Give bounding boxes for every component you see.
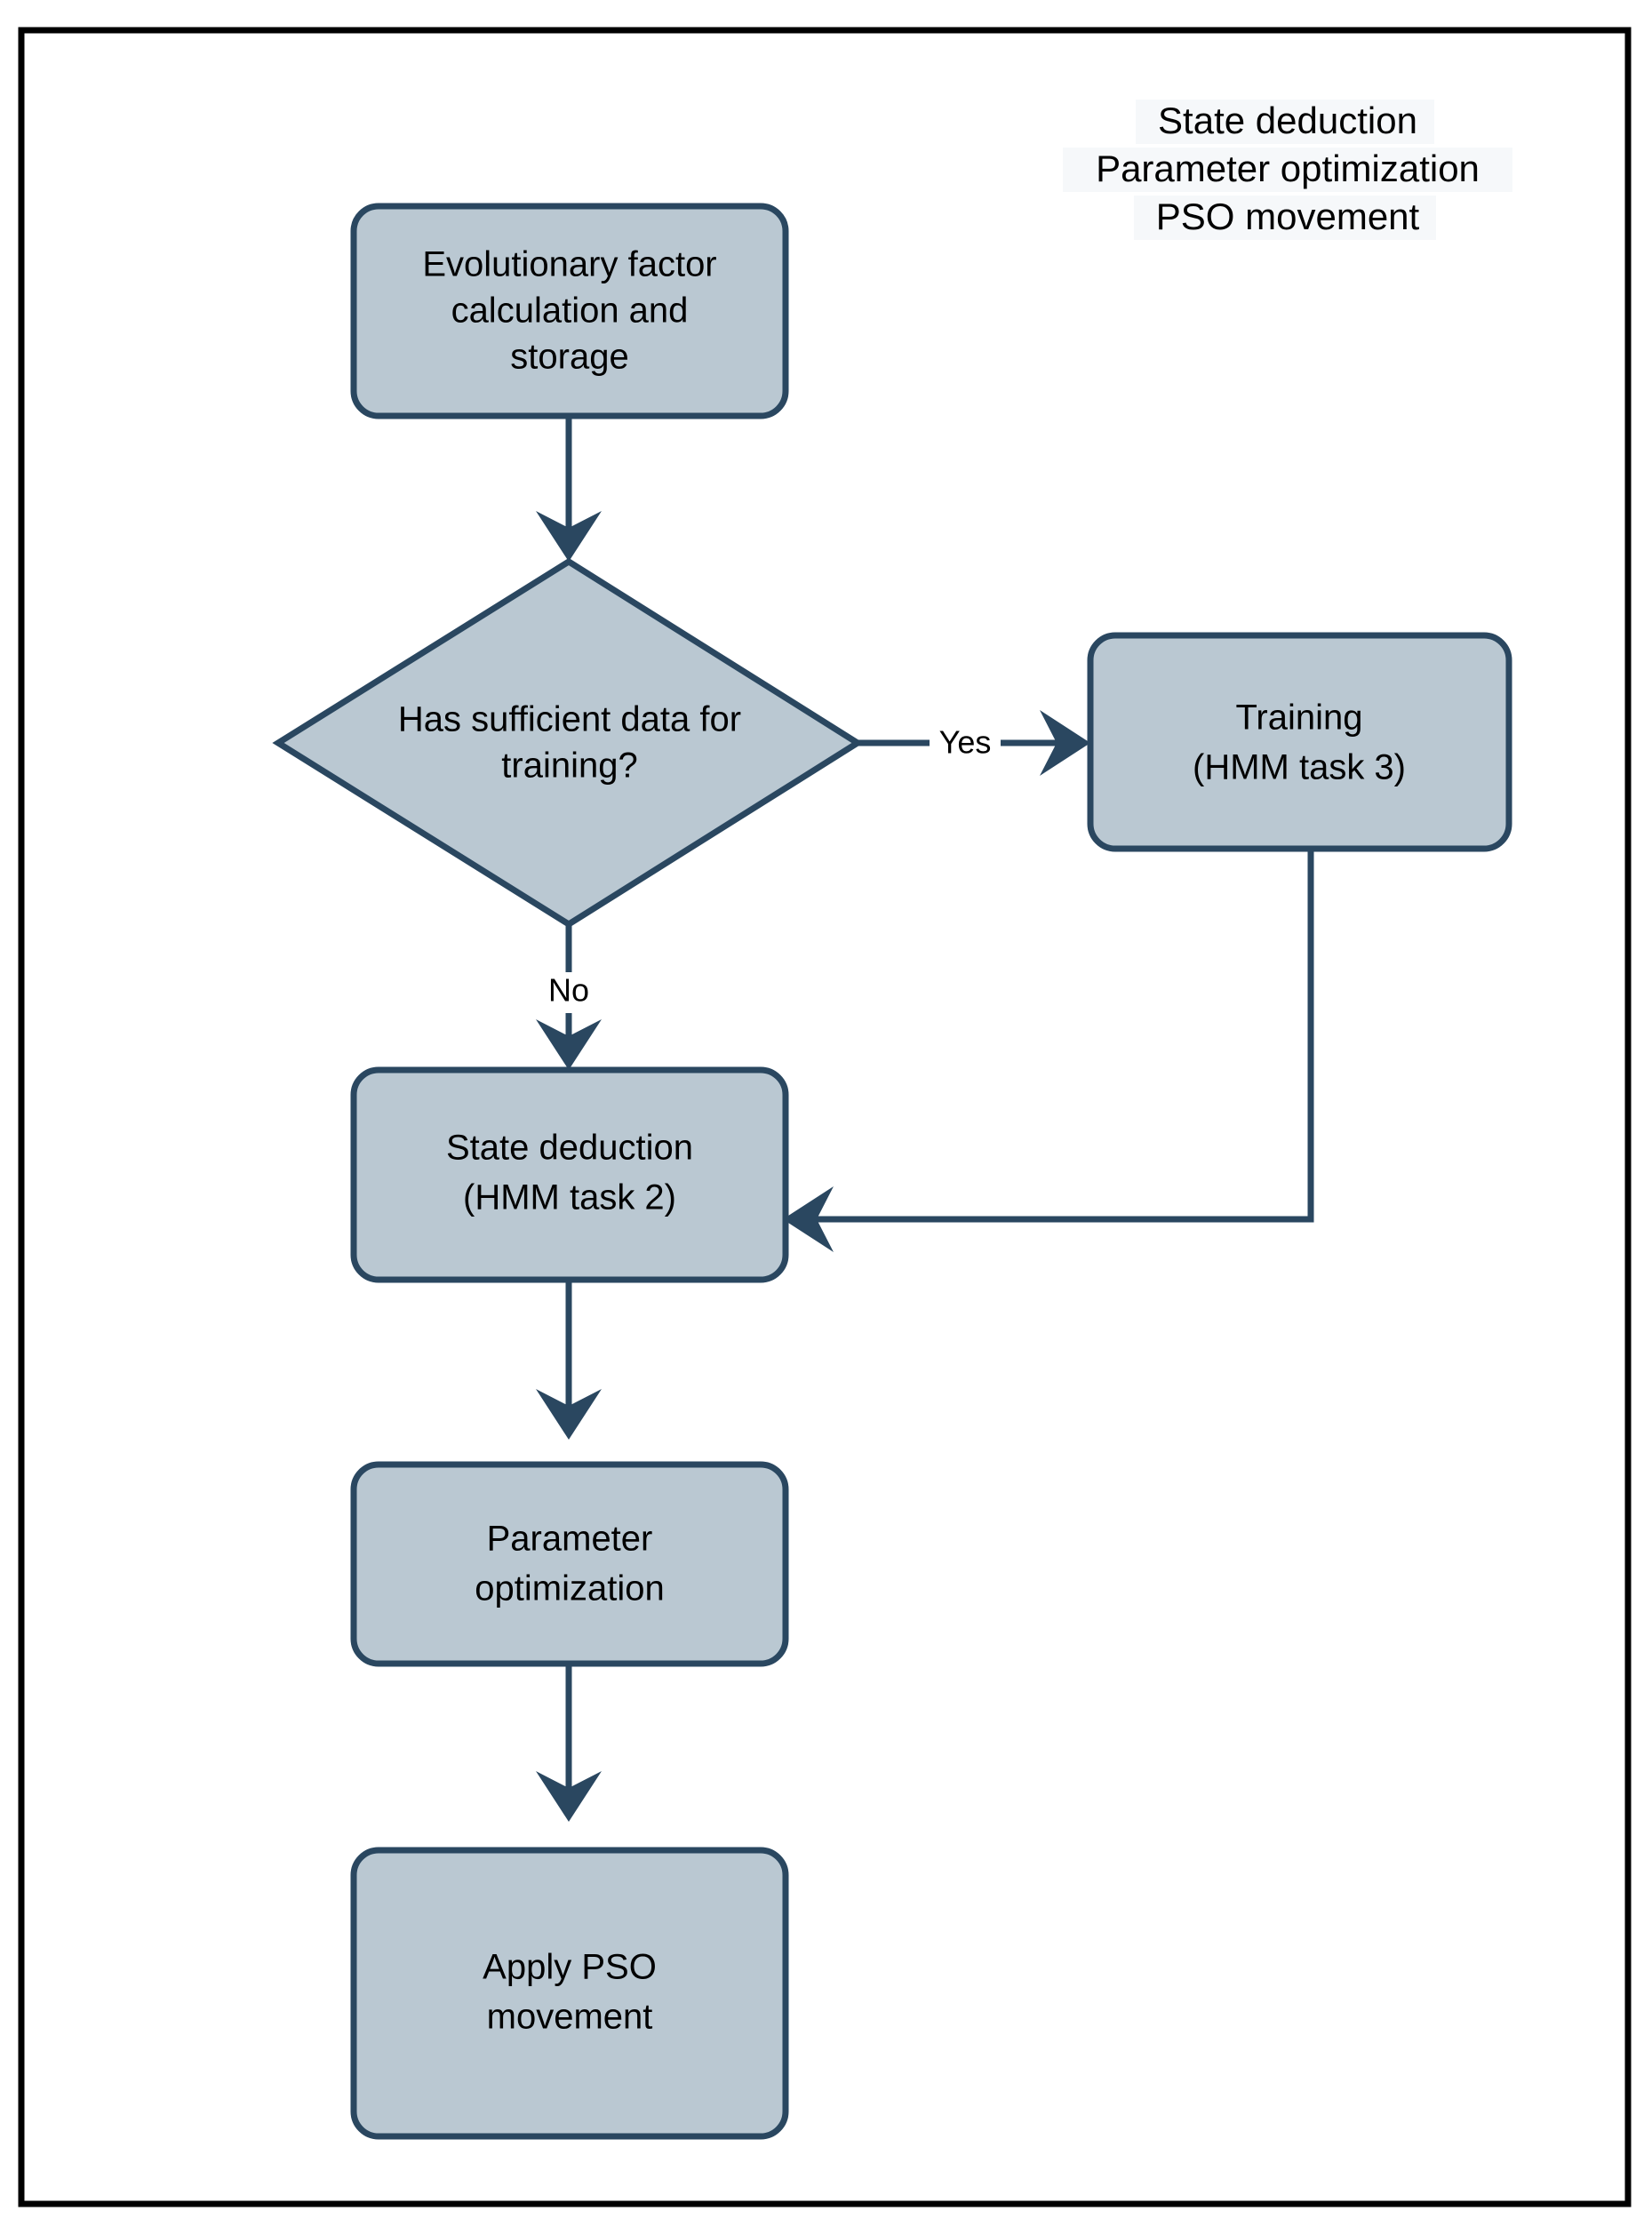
node-evolutionary-factor-line-1: Evolutionary factor [422, 245, 716, 284]
legend-block: State deduction Parameter optimization P… [1063, 100, 1512, 240]
node-apply-pso-line-1: Apply PSO [483, 1948, 657, 1987]
edge-no-arrowhead [536, 1019, 602, 1070]
edge-param-to-pso [536, 1664, 602, 1822]
node-evolutionary-factor-shape[interactable] [350, 203, 789, 419]
node-apply-pso[interactable]: Apply PSO movement [350, 1847, 789, 2140]
node-parameter-optimization-shape[interactable] [350, 1461, 789, 1667]
node-training-line-2: (HMM task 3) [1193, 748, 1406, 787]
edge-param-to-pso-arrowhead [536, 1771, 602, 1822]
edge-state-to-param-arrowhead [536, 1389, 602, 1440]
node-state-deduction-line-1: State deduction [446, 1129, 693, 1168]
edge-label-no: No [548, 972, 589, 1009]
edge-training-to-state-arrowhead [783, 1186, 834, 1252]
figure-border [18, 27, 1632, 2207]
legend-highlight-2 [1063, 148, 1512, 192]
legend-line-1: State deduction [1158, 100, 1417, 141]
edge-training-to-state [783, 849, 1314, 1252]
edge-start-to-decision-arrowhead [536, 511, 602, 562]
edge-state-to-param [536, 1280, 602, 1440]
node-state-deduction[interactable]: State deduction (HMM task 2) [350, 1066, 789, 1283]
edge-start-to-decision [536, 416, 602, 562]
node-parameter-optimization[interactable]: Parameter optimization [350, 1461, 789, 1667]
node-apply-pso-line-2: movement [487, 1998, 653, 2037]
node-parameter-optimization-line-1: Parameter [487, 1520, 653, 1559]
node-apply-pso-shape[interactable] [350, 1847, 789, 2140]
node-decision-line-1: Has sufficient data for [398, 700, 741, 739]
node-decision[interactable]: Has sufficient data for training? [272, 557, 864, 929]
edge-training-to-state-line [802, 849, 1314, 1223]
edge-decision-to-training: Yes [858, 710, 1090, 776]
node-training-line-1: Training [1235, 698, 1362, 738]
node-training[interactable]: Training (HMM task 3) [1087, 632, 1512, 852]
node-training-shape[interactable] [1087, 632, 1512, 852]
legend-line-3: PSO movement [1156, 196, 1420, 237]
node-evolutionary-factor[interactable]: Evolutionary factor calculation and stor… [350, 203, 789, 419]
node-decision-shape[interactable] [272, 557, 864, 929]
node-state-deduction-line-2: (HMM task 2) [463, 1178, 676, 1217]
node-evolutionary-factor-line-3: storage [510, 338, 628, 377]
node-parameter-optimization-line-2: optimization [475, 1569, 664, 1608]
edge-decision-to-state: No [536, 924, 602, 1070]
edge-label-yes: Yes [939, 724, 992, 761]
node-evolutionary-factor-line-2: calculation and [451, 291, 689, 331]
node-decision-line-2: training? [501, 746, 637, 786]
legend-highlight-3 [1134, 196, 1436, 240]
legend-line-2: Parameter optimization [1096, 148, 1480, 189]
edge-yes-arrowhead [1040, 710, 1090, 776]
node-state-deduction-shape[interactable] [350, 1066, 789, 1283]
legend-highlight-1 [1136, 100, 1434, 144]
